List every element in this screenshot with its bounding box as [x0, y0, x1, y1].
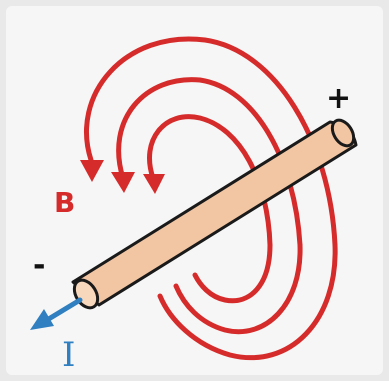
arrow-down-icon [80, 160, 104, 182]
field-arrowheads [80, 160, 165, 194]
field-label: B [54, 186, 75, 219]
arrow-down-icon [111, 172, 135, 193]
positive-terminal-label: + [326, 81, 351, 116]
arrow-down-icon [143, 174, 165, 194]
field-loop-outer-front [157, 242, 338, 361]
field-lines-front [157, 242, 338, 361]
field-loop-inner-front [192, 242, 273, 304]
field-loop-middle-front [173, 242, 303, 335]
current-label: I [62, 335, 75, 375]
negative-terminal-label: - [33, 248, 45, 283]
current-arrow-shaft [44, 297, 83, 323]
figure-panel: B I + - [6, 6, 383, 375]
arrow-down-left-icon [30, 309, 54, 330]
current-arrow [30, 297, 83, 330]
magnetic-field-diagram: B I + - [30, 36, 358, 375]
wire [71, 118, 358, 310]
wire-end-positive [330, 118, 356, 148]
wire-body [71, 120, 358, 307]
